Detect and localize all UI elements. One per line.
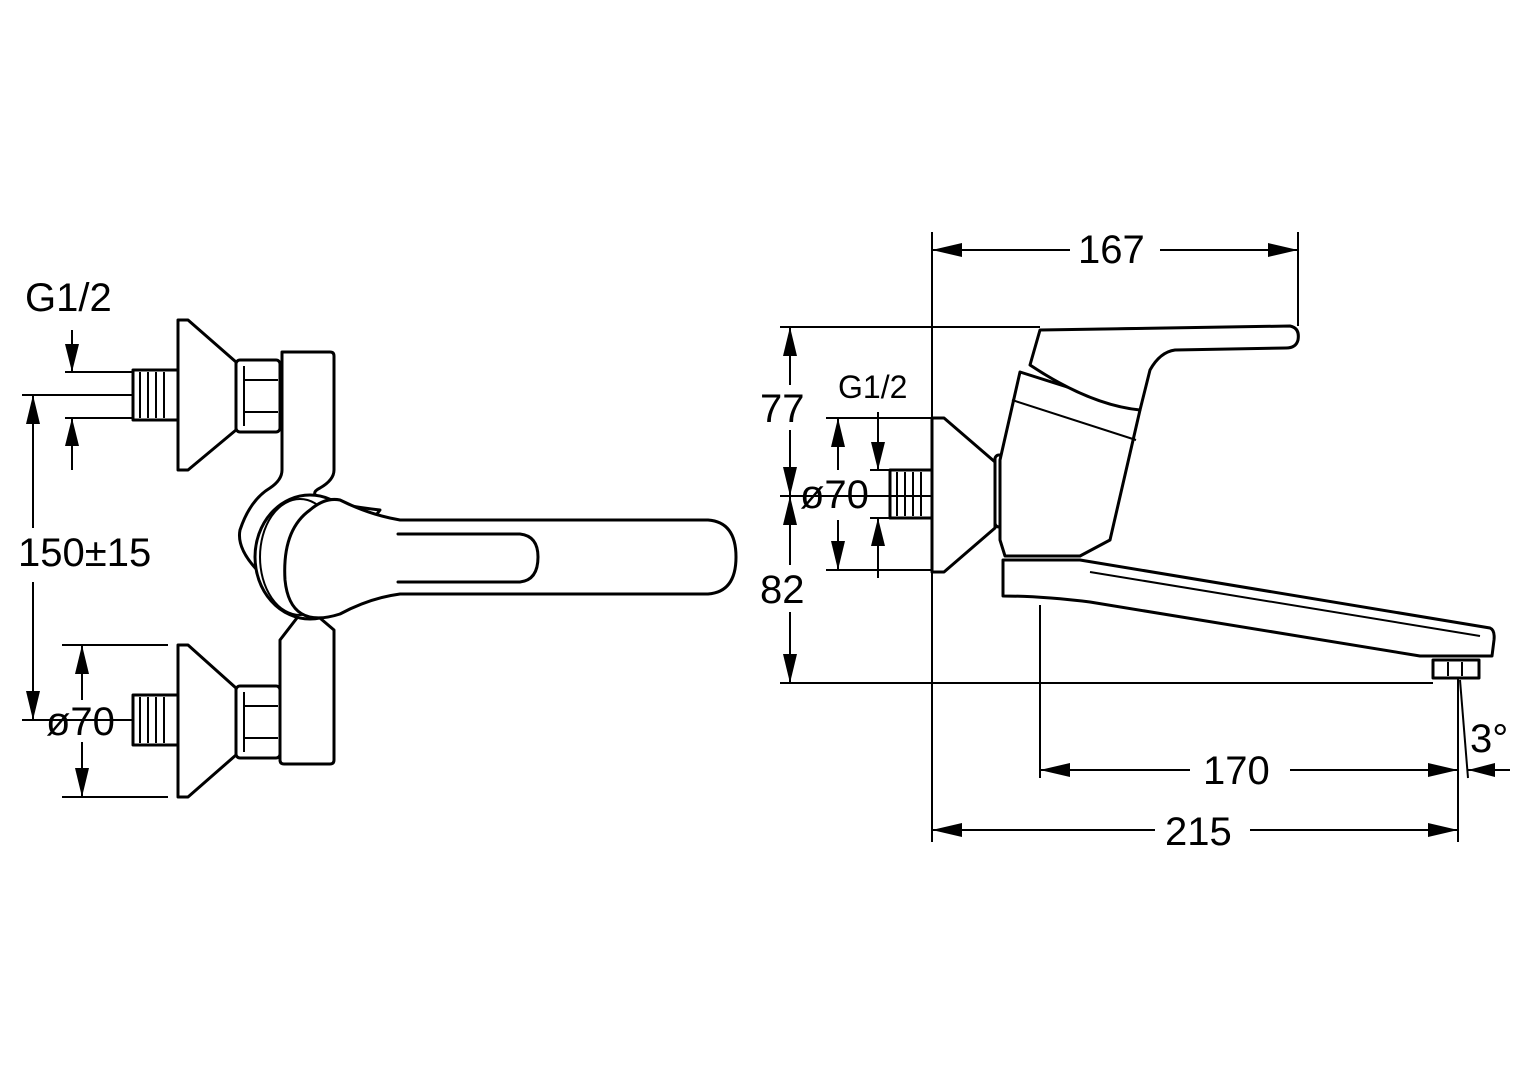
front-view: G1/2 150±15 ø70: [18, 276, 738, 799]
upper-connection: [131, 318, 282, 472]
side-rosette-label: ø70: [800, 473, 869, 517]
side-spout-reach-label: 170: [1203, 749, 1270, 793]
front-thread-label: G1/2: [25, 276, 112, 320]
side-spout-angle-label: 3°: [1470, 717, 1508, 761]
front-spacing-label: 150±15: [18, 531, 151, 575]
side-height-upper-label: 77: [760, 387, 805, 431]
side-thread-label: G1/2: [838, 369, 907, 405]
front-rosette-label: ø70: [46, 700, 115, 744]
side-total-depth-label: 215: [1165, 810, 1232, 854]
aerator: [1431, 658, 1481, 680]
spout: [1001, 558, 1496, 658]
lever-handle: [283, 498, 738, 620]
side-lever: [1028, 324, 1300, 412]
side-height-lower-label: 82: [760, 568, 805, 612]
side-view: 167 77 82 ø70 G1/2: [760, 228, 1510, 854]
side-width-top-label: 167: [1078, 228, 1145, 272]
lower-connection: [131, 643, 282, 799]
